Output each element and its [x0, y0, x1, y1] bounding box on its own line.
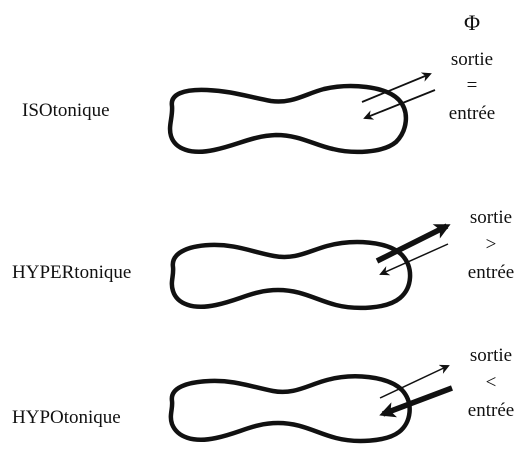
arrow-in-isotonic — [365, 90, 435, 118]
symbol-hypertonic: > — [486, 235, 497, 254]
top-text-isotonic: sortie — [451, 50, 493, 69]
bottom-text-isotonic: entrée — [449, 104, 495, 123]
label-hypertonic: HYPERtonique — [12, 263, 131, 282]
arrow-out-hypertonic — [377, 226, 447, 261]
bottom-text-hypotonic: entrée — [468, 401, 514, 420]
label-hypotonic: HYPOtonique — [12, 408, 121, 427]
bottom-text-hypertonic: entrée — [468, 263, 514, 282]
symbol-hypotonic: < — [486, 373, 497, 392]
top-text-hypertonic: sortie — [470, 208, 512, 227]
flux-symbol: Φ — [464, 12, 480, 34]
cell-shape-isotonic — [170, 86, 406, 152]
label-isotonic: ISOtonique — [22, 101, 110, 120]
symbol-isotonic: = — [467, 76, 478, 95]
cell-shape-hypotonic — [171, 376, 410, 441]
top-text-hypotonic: sortie — [470, 346, 512, 365]
cell-shape-hypertonic — [172, 242, 410, 308]
